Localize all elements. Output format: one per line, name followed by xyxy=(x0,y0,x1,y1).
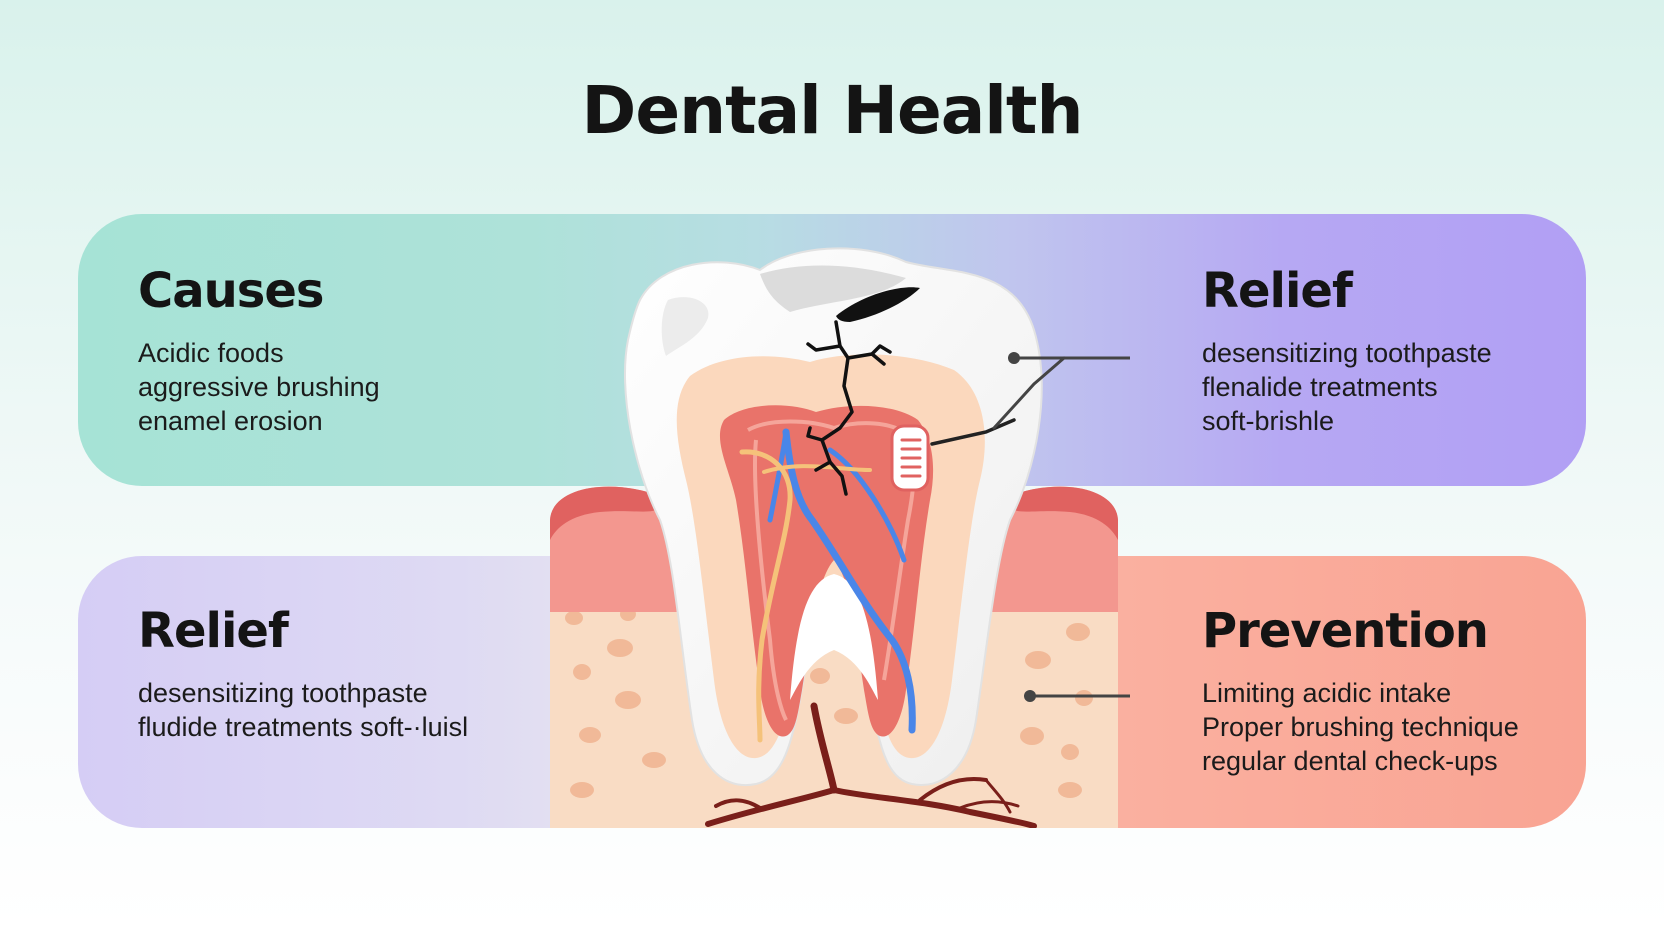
relief-heading: Relief xyxy=(1202,263,1353,319)
page-title: Dental Health xyxy=(581,72,1084,149)
relief-item: fludide treatments soft-·luisl xyxy=(138,712,469,742)
relief-item: desensitizing toothpaste xyxy=(138,678,428,708)
connector-dots xyxy=(1008,352,1036,702)
causes-item: enamel erosion xyxy=(138,406,323,436)
relief-item: flenalide treatments xyxy=(1202,372,1438,402)
root-vessel-icon xyxy=(705,702,1037,828)
root-gap xyxy=(790,574,878,700)
relief-list: desensitizing toothpaste fludide treatme… xyxy=(138,676,468,744)
prevention-item: regular dental check-ups xyxy=(1202,746,1498,776)
relief-item: soft-brishle xyxy=(1202,406,1335,436)
relief-item: desensitizing toothpaste xyxy=(1202,338,1492,368)
relief-list: desensitizing toothpaste flenalide treat… xyxy=(1202,336,1492,438)
causes-item: Acidic foods xyxy=(138,338,284,368)
prevention-list: Limiting acidic intake Proper brushing t… xyxy=(1202,676,1519,778)
relief-heading: Relief xyxy=(138,603,289,659)
tooth-illustration xyxy=(550,247,1130,828)
prevention-item: Proper brushing technique xyxy=(1202,712,1519,742)
prevention-heading: Prevention xyxy=(1202,603,1489,659)
causes-list: Acidic foods aggressive brushing enamel … xyxy=(138,336,380,438)
prevention-item: Limiting acidic intake xyxy=(1202,678,1452,708)
crack-icon xyxy=(806,320,892,496)
causes-card: Causes Acidic foods aggressive brushing … xyxy=(138,262,380,438)
prevention-card: Prevention Limiting acidic intake Proper… xyxy=(1202,602,1519,778)
cavity xyxy=(836,287,920,322)
connector-lines xyxy=(992,356,1130,698)
relief-card-left: Relief desensitizing toothpaste fludide … xyxy=(138,602,468,744)
causes-heading: Causes xyxy=(138,263,324,319)
toothbrush-icon xyxy=(890,418,1016,492)
gum xyxy=(550,486,1118,612)
causes-item: aggressive brushing xyxy=(138,372,380,402)
relief-card-right: Relief desensitizing toothpaste flenalid… xyxy=(1202,262,1492,438)
